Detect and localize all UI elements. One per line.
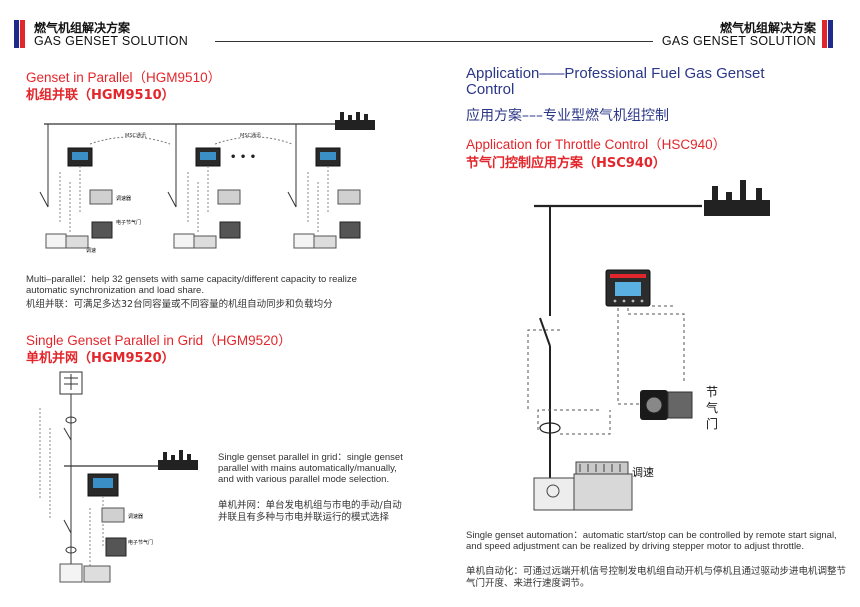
ellipsis: • • • <box>230 152 256 163</box>
factory-icon <box>335 112 375 130</box>
right-title-en: Application–––Professional Fuel Gas Gens… <box>466 65 765 98</box>
hsc940-controller <box>605 269 651 307</box>
msc-label-2: MSC通讯 <box>240 132 261 139</box>
svg-text:电子节气门: 电子节气门 <box>116 219 141 226</box>
header-right-cn: 燃气机组解决方案 <box>719 21 816 35</box>
flag-left <box>14 20 26 48</box>
transformer-icon <box>59 371 83 395</box>
right-desc-en: Single genset automation：automatic start… <box>466 530 837 552</box>
factory-icon-3 <box>704 180 770 216</box>
right-title-cn: 应用方案–––专业型燃气机组控制 <box>466 108 669 124</box>
throttle-control-diagram: 节 气 门 调速 <box>527 180 770 511</box>
sec1-desc-cn: 机组并联：可满足多达32台同容量或不同容量的机组自动同步和负载均分 <box>26 299 333 310</box>
header-left-cn: 燃气机组解决方案 <box>34 21 131 35</box>
msc-label-1: MSC通讯 <box>125 132 146 139</box>
parallel-diagram: MSC通讯 MSC通讯 • • • 调速器 电子节气门 调速 <box>39 112 375 254</box>
sec2-desc-en: Single genset parallel in grid：single ge… <box>218 452 403 485</box>
svg-text:电子节气门: 电子节气门 <box>128 539 153 546</box>
sec1-title-cn: 机组并联（HGM9510） <box>26 88 175 103</box>
svg-text:调速器: 调速器 <box>116 195 131 202</box>
header-left-en: GAS GENSET SOLUTION <box>34 34 189 48</box>
svg-text:门: 门 <box>706 416 718 431</box>
sec1-desc-en: Multi–parallel：help 32 gensets with same… <box>26 274 357 296</box>
sec2-desc-cn: 单机并网：单台发电机组与市电的手动/自动并联且有多种与市电并联运行的模式选择 <box>218 500 402 523</box>
factory-icon-2 <box>158 450 198 470</box>
header-right-en: GAS GENSET SOLUTION <box>661 34 816 48</box>
sec1-title-en: Genset in Parallel（HGM9510） <box>26 70 222 85</box>
stepper-motor <box>640 390 693 420</box>
svg-text:调速: 调速 <box>86 247 96 254</box>
genset-machine <box>533 461 633 511</box>
genset-unit-3 <box>287 124 361 249</box>
svg-text:气: 气 <box>706 400 718 415</box>
genset-unit-1: 调速器 电子节气门 调速 <box>39 124 141 254</box>
genset-unit-2 <box>167 124 241 249</box>
sec2-title-cn: 单机并网（HGM9520） <box>26 351 175 366</box>
right-desc-cn: 单机自动化：可通过远端开机信号控制发电机组自动开机与停机且通过驱动步进电机调整节… <box>466 566 847 589</box>
right-sub-cn: 节气门控制应用方案（HSC940） <box>466 156 666 171</box>
single-grid-diagram: 调速器 电子节气门 <box>39 371 198 583</box>
header-rule <box>215 41 653 42</box>
svg-text:调速器: 调速器 <box>128 513 143 520</box>
sec2-title-en: Single Genset Parallel in Grid（HGM9520） <box>26 333 292 348</box>
svg-text:节: 节 <box>706 385 718 399</box>
flag-right <box>822 20 834 48</box>
svg-text:调速: 调速 <box>632 466 654 479</box>
right-sub-en: Application for Throttle Control（HSC940） <box>466 137 727 152</box>
